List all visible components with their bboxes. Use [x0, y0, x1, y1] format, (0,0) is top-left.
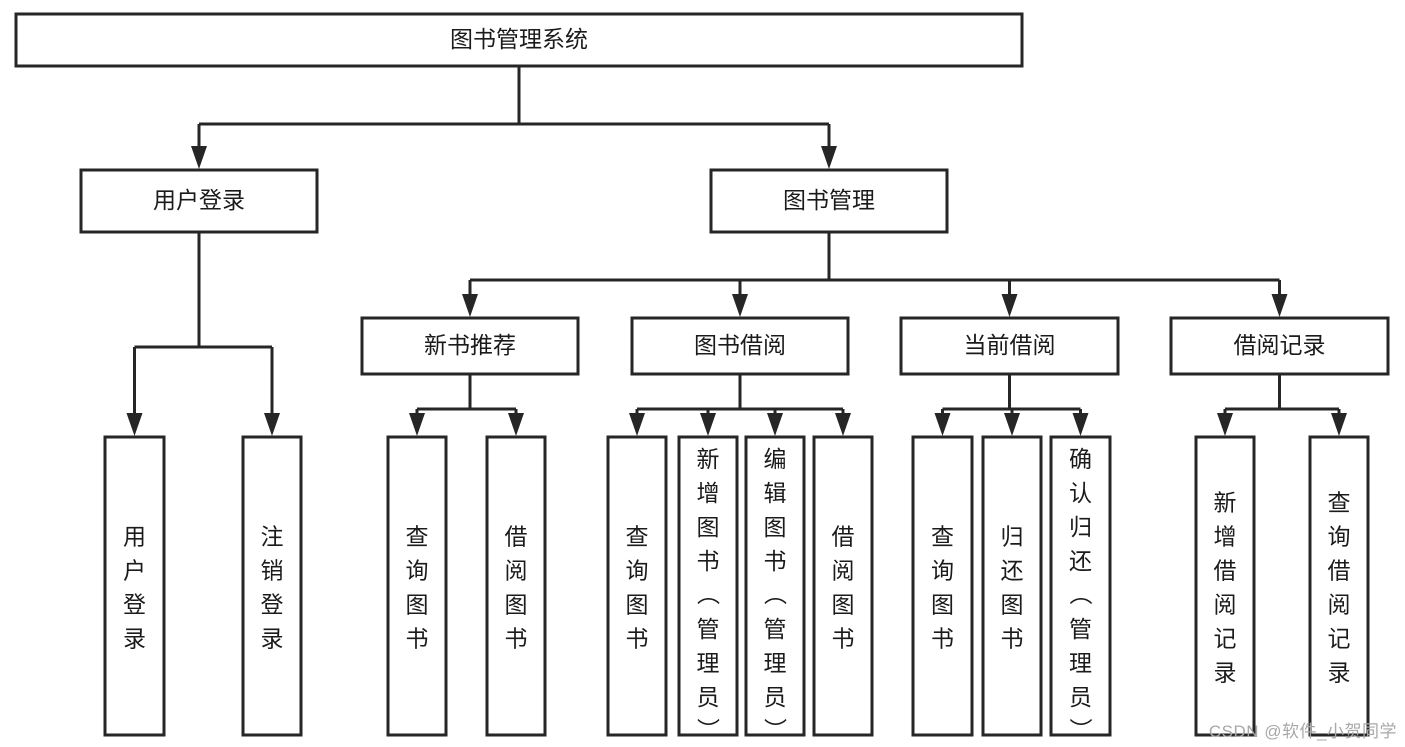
node-leaf-borrow-add[interactable]: 新增图书（管理员） [677, 435, 739, 744]
node-box-leaf-user-logout [241, 435, 303, 737]
arrow-head-icon [462, 294, 478, 317]
arrow-head-icon [934, 413, 951, 436]
arrow-head-icon [191, 146, 207, 169]
node-label-book-manage: 图书管理 [783, 187, 875, 213]
node-leaf-cur-return[interactable]: 归还图书 [981, 435, 1043, 737]
node-box-leaf-rec-query [386, 435, 448, 737]
node-new-book-rec[interactable]: 新书推荐 [360, 316, 580, 376]
node-label-leaf-rec-borrow: 借阅图书 [505, 524, 528, 652]
node-box-book-manage [709, 168, 949, 234]
node-leaf-borrow-lend[interactable]: 借阅图书 [812, 435, 874, 737]
node-label-borrow-record: 借阅记录 [1234, 332, 1326, 358]
node-box-leaf-rec-borrow [485, 435, 547, 737]
edge-layer [126, 66, 1347, 436]
node-label-leaf-user-logout: 注销登录 [261, 524, 284, 652]
node-box-new-book-rec [360, 316, 580, 376]
edge-group-borrow-record [1217, 374, 1347, 436]
node-box-leaf-rechistory-add [1194, 435, 1256, 737]
node-leaf-user-logout[interactable]: 注销登录 [241, 435, 303, 737]
node-borrow-record[interactable]: 借阅记录 [1169, 316, 1390, 376]
node-box-book-borrow [630, 316, 850, 376]
arrow-head-icon [264, 413, 280, 436]
arrow-head-icon [700, 413, 716, 436]
arrow-head-icon [1001, 294, 1018, 317]
node-layer: 图书管理系统用户登录图书管理新书推荐图书借阅当前借阅借阅记录用户登录注销登录查询… [14, 12, 1390, 744]
node-box-borrow-record [1169, 316, 1390, 376]
node-root[interactable]: 图书管理系统 [14, 12, 1024, 68]
node-label-current-borrow: 当前借阅 [964, 332, 1056, 358]
node-box-leaf-borrow-add [677, 435, 739, 737]
node-leaf-rec-query[interactable]: 查询图书 [386, 435, 448, 737]
node-box-current-borrow [899, 316, 1120, 376]
arrow-head-icon [732, 294, 748, 317]
node-box-leaf-borrow-lend [812, 435, 874, 737]
arrow-head-icon [1271, 294, 1288, 317]
node-label-leaf-rechistory-add: 新增借阅记录 [1214, 490, 1237, 686]
node-leaf-borrow-query[interactable]: 查询图书 [606, 435, 668, 737]
edge-group-user-login [126, 232, 280, 436]
arrow-head-icon [835, 413, 851, 436]
node-label-root: 图书管理系统 [450, 26, 588, 52]
node-book-borrow[interactable]: 图书借阅 [630, 316, 850, 376]
node-book-manage[interactable]: 图书管理 [709, 168, 949, 234]
node-label-leaf-user-login: 用户登录 [123, 524, 146, 652]
node-leaf-rechistory-add[interactable]: 新增借阅记录 [1194, 435, 1256, 737]
arrow-head-icon [1217, 413, 1233, 436]
node-label-book-borrow: 图书借阅 [694, 332, 786, 358]
edge-group-current-borrow [934, 374, 1089, 436]
arrow-head-icon [821, 146, 837, 169]
node-box-user-login [79, 168, 319, 234]
arrow-head-icon [1072, 413, 1089, 436]
node-label-leaf-borrow-edit: 编辑图书（管理员） [764, 446, 788, 744]
arrow-head-icon [409, 413, 425, 436]
node-label-leaf-rec-query: 查询图书 [406, 524, 429, 652]
node-leaf-user-login[interactable]: 用户登录 [103, 435, 166, 737]
arrow-head-icon [1331, 413, 1347, 436]
node-current-borrow[interactable]: 当前借阅 [899, 316, 1120, 376]
edge-group-new-book-rec [409, 374, 524, 436]
node-leaf-cur-query[interactable]: 查询图书 [911, 435, 974, 737]
arrow-head-icon [767, 413, 783, 436]
node-box-leaf-cur-query [911, 435, 974, 737]
node-label-leaf-borrow-add: 新增图书（管理员） [697, 446, 721, 744]
node-box-leaf-borrow-query [606, 435, 668, 737]
node-label-leaf-borrow-query: 查询图书 [626, 524, 649, 652]
node-leaf-borrow-edit[interactable]: 编辑图书（管理员） [744, 435, 806, 744]
edge-group-book-manage [462, 232, 1288, 317]
node-label-new-book-rec: 新书推荐 [424, 332, 516, 358]
node-box-leaf-cur-return [981, 435, 1043, 737]
node-label-leaf-rechistory-qry: 查询借阅记录 [1328, 490, 1351, 686]
edge-group-root [191, 66, 837, 169]
node-box-leaf-user-login [103, 435, 166, 737]
node-label-leaf-cur-return: 归还图书 [1001, 524, 1024, 652]
node-label-leaf-cur-query: 查询图书 [931, 524, 954, 652]
node-box-leaf-rechistory-qry [1308, 435, 1370, 737]
node-box-leaf-cur-confirm [1049, 435, 1112, 737]
node-leaf-rec-borrow[interactable]: 借阅图书 [485, 435, 547, 737]
edge-group-book-borrow [629, 374, 851, 436]
arrow-head-icon [629, 413, 645, 436]
node-box-leaf-borrow-edit [744, 435, 806, 737]
node-label-leaf-cur-confirm: 确认归还（管理员） [1069, 446, 1093, 744]
node-leaf-rechistory-qry[interactable]: 查询借阅记录 [1308, 435, 1370, 737]
arrow-head-icon [126, 413, 143, 436]
node-label-leaf-borrow-lend: 借阅图书 [832, 524, 855, 652]
arrow-head-icon [508, 413, 524, 436]
node-user-login[interactable]: 用户登录 [79, 168, 319, 234]
node-leaf-cur-confirm[interactable]: 确认归还（管理员） [1049, 435, 1112, 744]
node-box-root [14, 12, 1024, 68]
arrow-head-icon [1004, 413, 1020, 436]
node-label-user-login: 用户登录 [153, 187, 245, 213]
